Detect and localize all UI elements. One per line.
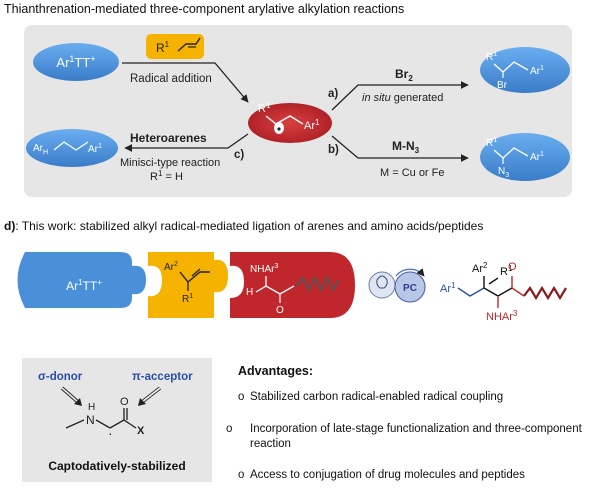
path-a-arrow [331,81,469,111]
captodative-caption: Captodatively-stabilized [48,459,185,473]
puzzle-piece-ar1tt [17,252,146,308]
product-b-r1: R1 [486,137,497,149]
path-c-note2: R1 = H [150,169,183,183]
section-d-text: : This work: stabilized alkyl radical-me… [15,219,484,233]
puzzle-piece-amino-acid [230,252,355,318]
product-d-o: O [508,261,517,273]
product-d-r1-bond [488,277,499,285]
radical-addition-label: Radical addition [130,73,212,85]
puzzle-alkene-bond [179,271,210,283]
path-b-reagent: M-N3 [392,139,420,155]
radical-intermediate-ellipse [248,103,332,143]
reagent-ar1tt-ellipse [33,43,119,81]
product-b-chain [493,147,529,159]
alkene-box [146,34,204,59]
donor-arrow-inner [61,387,79,403]
product-d-peptide-wave [523,285,567,301]
center-ar1-label: Ar1 [304,118,320,132]
donor-arrow-icon [74,398,82,406]
bullet-icon: o [238,469,245,481]
capto-x-label: X [137,425,145,437]
acceptor-arrow-icon [138,398,146,406]
capto-h-label: H [88,402,95,413]
product-a-chain [493,61,529,73]
product-d-ar1: Ar1 [440,281,456,295]
photocatalyst-label: PC [403,283,417,294]
advantages-title: Advantages: [238,364,314,378]
section-d-letter: d) [4,219,16,233]
product-d-nhar3: NHAr3 [486,309,518,323]
alkene-label: R1 [156,40,170,55]
product-b-ar1: Ar1 [530,151,544,163]
photocatalyst-icon [394,271,426,303]
capto-methyl-bond [65,419,85,429]
capto-radical-dot: · [108,425,113,441]
alkene-bond [177,37,201,52]
puzzle-peptide-wave [295,275,340,293]
product-a-br: Br [497,80,508,91]
path-b-letter: b) [328,144,339,156]
puzzle-double-bond [191,268,201,277]
reagent-ar1tt-label: Ar1TT+ [56,54,95,70]
product-a-r1: R1 [486,51,497,63]
product-c-ar1: Ar1 [88,143,102,155]
section-d-heading: d): This work: stabilized alkyl radical-… [4,219,483,233]
radical-dot [277,127,281,131]
path-a-reagent: Br2 [395,67,413,83]
product-b-n3: N3 [498,166,509,179]
product-d-carbonyl [511,287,525,297]
product-b-ellipse [480,133,570,181]
capto-cn-bond [95,419,111,429]
product-d-backbone-2 [497,287,513,297]
bulb-glass-icon [376,275,388,289]
path-c-arrow [124,133,249,152]
capto-o-label: O [120,396,129,408]
path-b-note: M = Cu or Fe [380,167,445,179]
path-c-letter: c) [234,149,244,161]
puzzle-h-label: H [246,287,253,298]
path-c-reagent: Heteroarenes [130,131,207,145]
path-c-note1: Minisci-type reaction [120,157,220,169]
product-a-ar1: Ar1 [530,65,544,77]
puzzle-ar1tt-label: Ar1TT+ [66,278,102,293]
product-d-r1: R1 [500,264,513,278]
product-c-chain [53,141,89,151]
page-title: Thianthrenation-mediated three-component… [4,2,405,16]
capto-cc-bond [109,419,125,429]
puzzle-nhar3-label: NHAr3 [250,263,278,275]
puzzle-r1-label: R1 [182,293,193,305]
radical-addition-arrow [122,62,249,103]
product-d-benzyl-bond [457,287,485,297]
sigma-donor-label: σ-donor [38,371,83,383]
pi-acceptor-label: π-acceptor [132,371,193,383]
center-chain [265,115,304,125]
bullet-icon: o [226,423,233,435]
acceptor-arrow-inner [141,387,161,403]
product-a-ellipse [480,47,570,93]
capto-cx-bond [123,419,137,429]
product-d-backbone-1 [483,287,499,297]
puzzle-o-label: O [276,305,284,316]
path-b-arrow [331,135,469,162]
captodative-panel [22,358,212,482]
bullet-icon: o [238,391,245,403]
path-a-note: in situ generated [362,92,443,104]
catalyst-cycle-arrow [395,268,425,277]
product-d-ar2: Ar2 [472,261,488,275]
product-c-arh: ArH [33,143,48,156]
path-a-letter: a) [328,88,338,100]
puzzle-ar2-label: Ar2 [164,261,178,273]
center-r1-label: R1 [258,101,271,115]
capto-n-label: N [86,413,95,427]
